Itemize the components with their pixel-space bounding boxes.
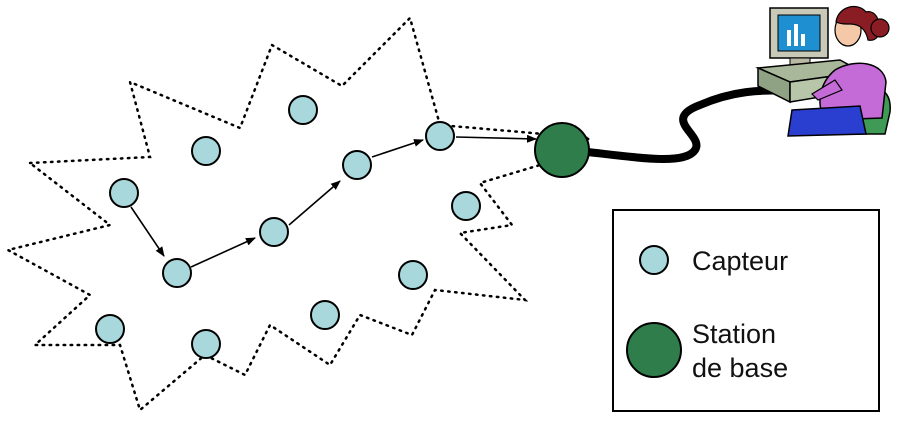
sensor-node: [191, 136, 221, 166]
cable-link: [584, 86, 804, 163]
sensor-node: [95, 314, 125, 344]
sensor-node: [425, 121, 455, 151]
sensor-node: [398, 260, 428, 290]
sensor-node: [259, 217, 289, 247]
sensor-node: [310, 300, 340, 330]
legend: Capteur Station de base: [612, 209, 880, 412]
route-arrow-2: [190, 237, 256, 268]
route-arrow-1: [130, 206, 165, 257]
user-at-computer-icon: [755, 5, 891, 137]
sensor-node: [162, 258, 192, 288]
legend-sensor-label: Capteur: [692, 246, 788, 276]
sensor-node: [342, 150, 372, 180]
base-station-node: [534, 122, 590, 178]
legend-station-label-line2: de base: [692, 353, 788, 383]
legend-station-label-line1: Station: [692, 319, 776, 349]
legend-sensor-swatch: [639, 245, 669, 275]
route-arrow-4: [371, 139, 424, 158]
coverage-area-outline: [4, 15, 595, 413]
legend-station-swatch: [626, 322, 682, 378]
sensor-node: [288, 95, 318, 125]
sensor-node: [451, 191, 481, 221]
sensor-nodes: [95, 95, 481, 359]
route-arrow-3: [288, 180, 341, 226]
route-arrow-5: [455, 134, 537, 143]
sensor-node: [109, 178, 139, 208]
sensor-node: [191, 329, 221, 359]
routing-path: [130, 134, 537, 268]
